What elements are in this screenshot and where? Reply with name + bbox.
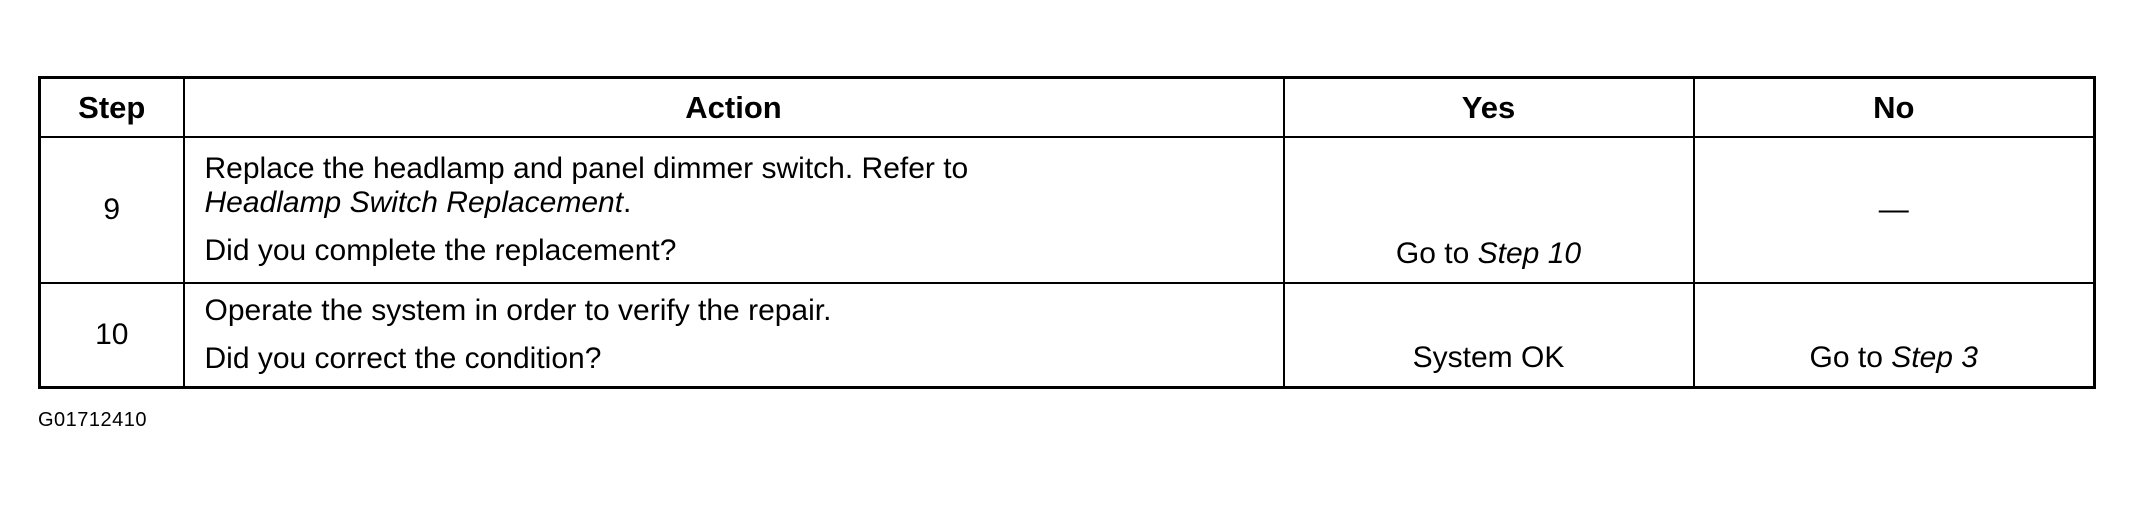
no-result-dash: —: [1878, 193, 1909, 226]
no-cell: Go to Step 3: [1692, 282, 2096, 388]
header-action: Action: [182, 76, 1285, 138]
step-number: 9: [38, 136, 185, 284]
table-row-step-9: 9 Replace the headlamp and panel dimmer …: [38, 136, 2096, 284]
action-instruction-text: Replace the headlamp and panel dimmer sw…: [204, 152, 969, 185]
action-question: Did you correct the condition?: [204, 341, 602, 375]
step-number: 10: [38, 282, 185, 388]
yes-result-prefix: Go to: [1395, 237, 1478, 270]
table-header-row: Step Action Yes No: [38, 76, 2096, 138]
yes-result: System OK: [1412, 340, 1565, 374]
header-no: No: [1692, 76, 2096, 138]
action-instruction: Operate the system in order to verify th…: [204, 293, 832, 327]
action-cell: Operate the system in order to verify th…: [182, 282, 1285, 388]
step-reference-link[interactable]: Step 3: [1891, 340, 1978, 374]
action-question: Did you complete the replacement?: [204, 234, 677, 267]
no-result-prefix: Go to: [1809, 340, 1892, 374]
yes-cell: Go to Step 10: [1282, 136, 1695, 284]
diagnostic-table: Step Action Yes No 9 Replace the headlam…: [38, 76, 2096, 389]
procedure-reference-link[interactable]: Headlamp Switch Replacement: [204, 186, 624, 219]
action-cell: Replace the headlamp and panel dimmer sw…: [182, 136, 1285, 284]
table-row-step-10: 10 Operate the system in order to verify…: [38, 282, 2096, 388]
action-instruction: Replace the headlamp and panel dimmer sw…: [205, 152, 1283, 220]
header-step: Step: [38, 76, 185, 138]
figure-id: G01712410: [38, 409, 148, 431]
header-yes: Yes: [1282, 76, 1695, 138]
step-reference-link[interactable]: Step 10: [1477, 237, 1582, 270]
punctuation: .: [623, 186, 632, 219]
no-cell: —: [1692, 136, 2096, 284]
yes-cell: System OK: [1282, 282, 1695, 388]
